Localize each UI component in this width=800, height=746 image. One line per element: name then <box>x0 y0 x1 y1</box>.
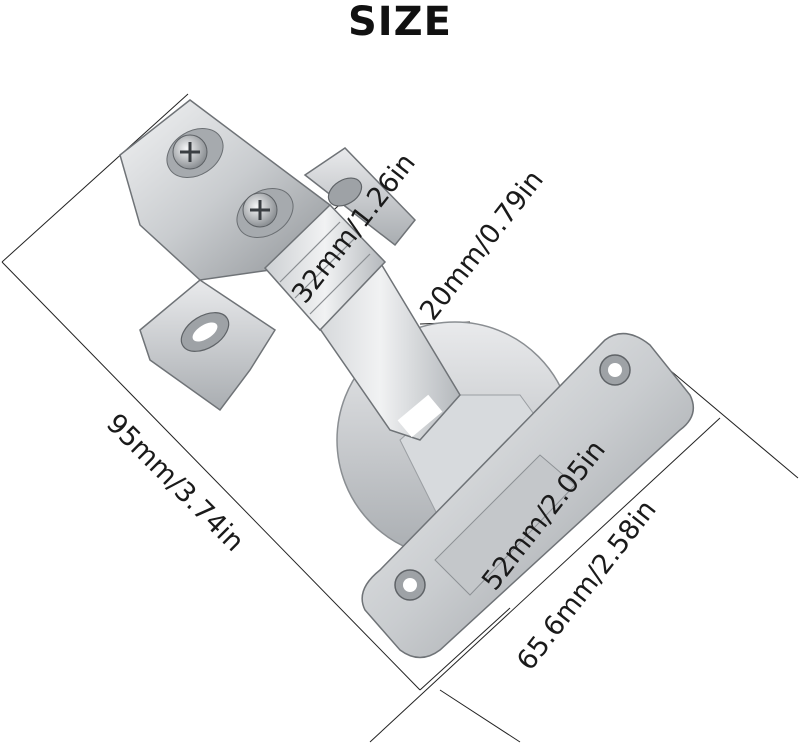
mount-base-plate-right <box>303 147 416 247</box>
overall-length-extension-top <box>1 93 189 263</box>
knuckle-groove-1 <box>279 221 341 283</box>
mount-screw-bottom <box>236 187 294 239</box>
arm-length-extension-bottom <box>439 689 521 743</box>
hinge-illustration <box>119 99 695 659</box>
mount-slot-left-inner <box>192 322 218 342</box>
hinge-arm-plate-raised <box>434 454 576 596</box>
cup-depth-label: 20mm/0.79in <box>414 165 550 327</box>
arm-slot <box>397 394 443 438</box>
arm-length-line <box>369 417 721 743</box>
overall-length-label: 95mm/3.74in <box>100 408 250 558</box>
mount-slot-right <box>327 177 363 207</box>
page-title: SIZE <box>347 0 453 45</box>
overall-length-extension-bottom <box>419 607 511 691</box>
knuckle-groove-3 <box>309 253 371 315</box>
mount-screw-top <box>166 127 224 179</box>
overall-length-line <box>1 261 421 691</box>
arm-plate-hole-top-inner <box>608 363 622 377</box>
knuckle-groove-2 <box>294 237 356 299</box>
arm-plate-hole-bottom-inner <box>403 578 417 592</box>
